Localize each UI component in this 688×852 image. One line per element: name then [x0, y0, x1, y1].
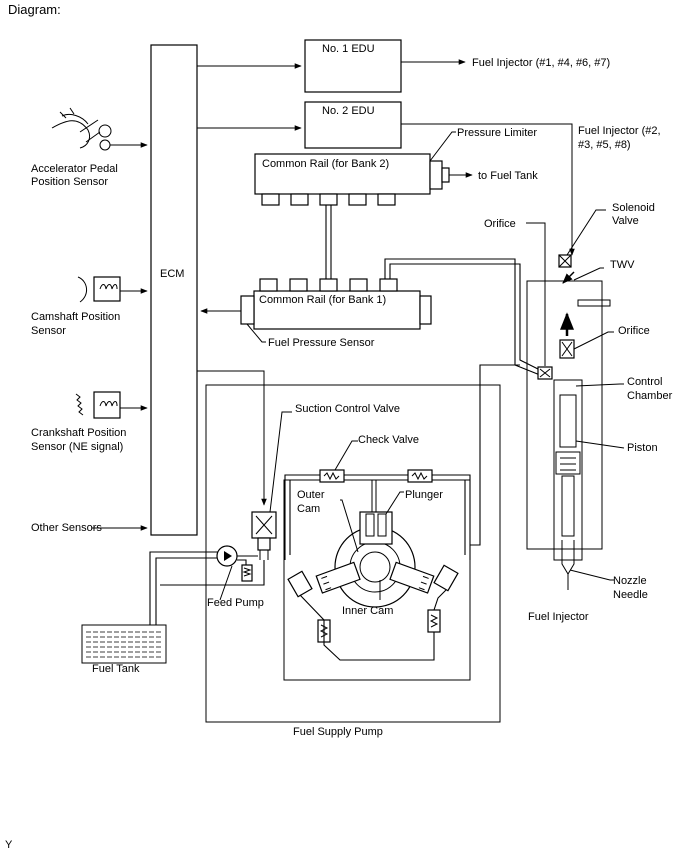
diagram-title: Diagram: [8, 2, 61, 17]
edu2-label: No. 2 EDU [322, 105, 375, 117]
rail-bank2-ports [261, 193, 396, 206]
check-valve-icon [319, 469, 433, 483]
twv-label: TWV [610, 259, 635, 271]
injector-group2-label-line2: #3, #5, #8) [578, 139, 631, 151]
pressure-limiter-icon [429, 160, 450, 190]
accel-label-line1: Accelerator Pedal [31, 163, 118, 175]
fuel-injector-label: Fuel Injector [528, 611, 589, 623]
cam-label-line1: Camshaft Position [31, 311, 120, 323]
inner-cam-label: Inner Cam [342, 605, 393, 617]
pressure-limiter-label: Pressure Limiter [457, 127, 537, 139]
accelerator-pedal-icon [51, 107, 148, 151]
orifice-top-label: Orifice [484, 218, 516, 230]
nozzle-label-line2: Needle [613, 589, 648, 601]
fuel-injector-assembly [526, 254, 611, 590]
rail-bank1-label: Common Rail (for Bank 1) [259, 294, 386, 306]
solenoid-label-line1: Solenoid [612, 202, 655, 214]
check-valve-label: Check Valve [358, 434, 419, 446]
injector-group1-label: Fuel Injector (#1, #4, #6, #7) [472, 57, 610, 69]
suction-control-valve-icon [251, 511, 277, 560]
camshaft-sensor-icon [77, 276, 148, 303]
footer-code: Y [5, 839, 13, 851]
fuel-tank-label: Fuel Tank [92, 663, 140, 675]
fuel-supply-pump-box [205, 384, 501, 723]
edu1-box [304, 39, 402, 93]
fuel-pressure-sensor-label: Fuel Pressure Sensor [268, 337, 375, 349]
suction-control-valve-label: Suction Control Valve [295, 403, 400, 415]
outer-cam-label-line1: Outer [297, 489, 325, 501]
outer-cam-label-line2: Cam [297, 503, 320, 515]
control-label-line1: Control [627, 376, 662, 388]
rail-bank2-label: Common Rail (for Bank 2) [262, 158, 389, 170]
cam-assembly [315, 480, 435, 608]
plunger-label: Plunger [405, 489, 443, 501]
accel-label-line2: Position Sensor [31, 176, 108, 188]
crank-label-line2: Sensor (NE signal) [31, 441, 123, 453]
fuel-pressure-sensor [240, 295, 255, 325]
solenoid-label-line2: Valve [612, 215, 639, 227]
orifice-right-label: Orifice [618, 325, 650, 337]
ecm-label: ECM [160, 268, 184, 280]
crank-label-line1: Crankshaft Position [31, 427, 126, 439]
nozzle-label-line1: Nozzle [613, 575, 647, 587]
fuel-tank-icon [81, 624, 167, 664]
feed-pump-icon [216, 545, 253, 582]
injector-group2-label-line1: Fuel Injector (#2, [578, 125, 661, 137]
edu1-label: No. 1 EDU [322, 43, 375, 55]
feed-pump-label: Feed Pump [207, 597, 264, 609]
ecm-box [150, 44, 198, 536]
crankshaft-sensor-icon [75, 391, 148, 419]
control-label-line2: Chamber [627, 390, 673, 402]
edu2-box [304, 101, 402, 149]
to-fuel-tank-label: to Fuel Tank [478, 170, 538, 182]
rail-bank1-ports [259, 278, 398, 292]
rail-bank2-box [254, 153, 431, 195]
other-sensors-label: Other Sensors [31, 522, 102, 534]
piston-label: Piston [627, 442, 658, 454]
fuel-supply-pump-label: Fuel Supply Pump [293, 726, 383, 738]
cam-label-line2: Sensor [31, 325, 66, 337]
pump-side-valves [287, 564, 459, 661]
